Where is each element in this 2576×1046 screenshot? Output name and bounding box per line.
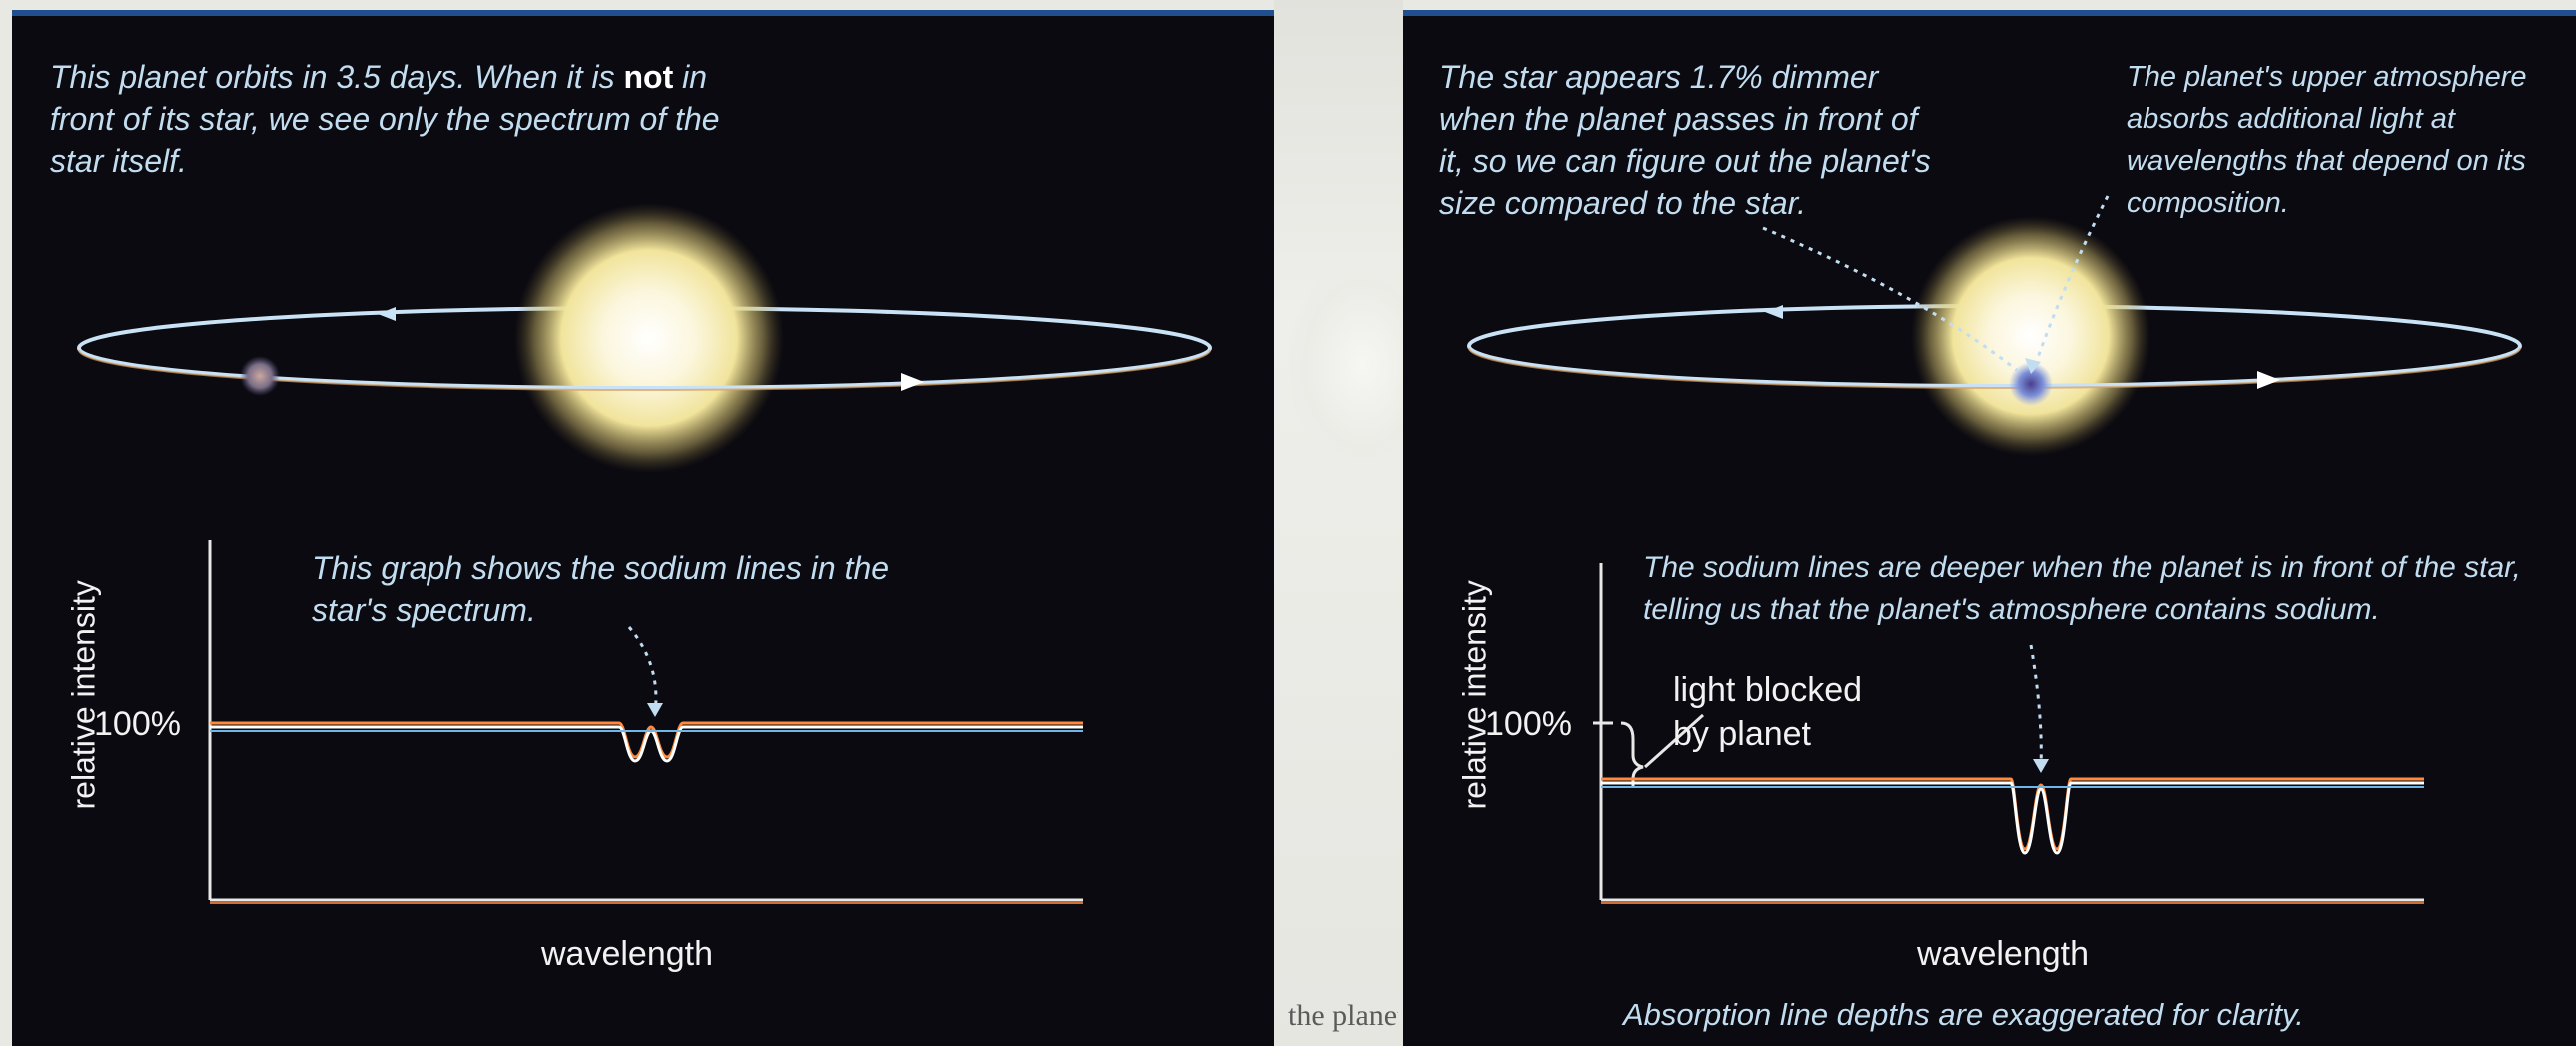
star — [1911, 216, 2150, 456]
panel-planet-in-transit: The star appears 1.7% dimmer when the pl… — [1403, 10, 2576, 1046]
footnote: Absorption line depths are exaggerated f… — [1623, 997, 2304, 1032]
right-x-axis-label: wavelength — [1917, 935, 2090, 973]
planet-in-transit — [2009, 362, 2053, 406]
panel-planet-not-in-transit: This planet orbits in 3.5 days. When it … — [12, 10, 1274, 1046]
orbit-arrow-front — [901, 373, 924, 391]
background-text: the planet — [1288, 999, 1398, 1032]
orbit-arrow-back — [1765, 305, 1783, 319]
right-caption-atmosphere: The planet's upper atmosphere absorbs ad… — [2127, 61, 2527, 219]
orbit-front — [77, 347, 1212, 390]
left-x-axis-label: wavelength — [541, 935, 714, 973]
orbit-front — [1467, 345, 2522, 388]
blocked-brace — [1620, 721, 1644, 787]
left-caption: This planet orbits in 3.5 days. When it … — [50, 59, 720, 179]
pointer-arrow-size — [1762, 226, 2019, 373]
left-graph-caption: This graph shows the sodium lines in the… — [312, 550, 890, 628]
left-panel-illustration — [77, 203, 1212, 904]
page-background-strip — [1274, 0, 1403, 1046]
planet — [240, 356, 280, 396]
right-graph-caption: The sodium lines are deeper when the pla… — [1643, 551, 2521, 626]
pointer-arrow-dips — [2029, 644, 2043, 768]
pointer-arrow-atmosphere — [2033, 195, 2110, 367]
right-caption-dimmer: The star appears 1.7% dimmer when the pl… — [1439, 59, 1931, 221]
blocked-leader — [1643, 713, 1705, 769]
blocked-label-line2: by planet — [1673, 715, 1811, 753]
right-percent-label: 100% — [1485, 705, 1572, 743]
pointer-arrow — [627, 626, 658, 714]
emphasis-not: not — [623, 59, 674, 95]
right-panel-illustration — [1467, 195, 2522, 904]
star — [514, 203, 784, 473]
left-percent-label: 100% — [94, 705, 181, 743]
orbit-arrow-front — [2257, 371, 2280, 389]
blocked-label-line1: light blocked — [1673, 671, 1863, 709]
orbit-arrow-back — [378, 307, 396, 321]
